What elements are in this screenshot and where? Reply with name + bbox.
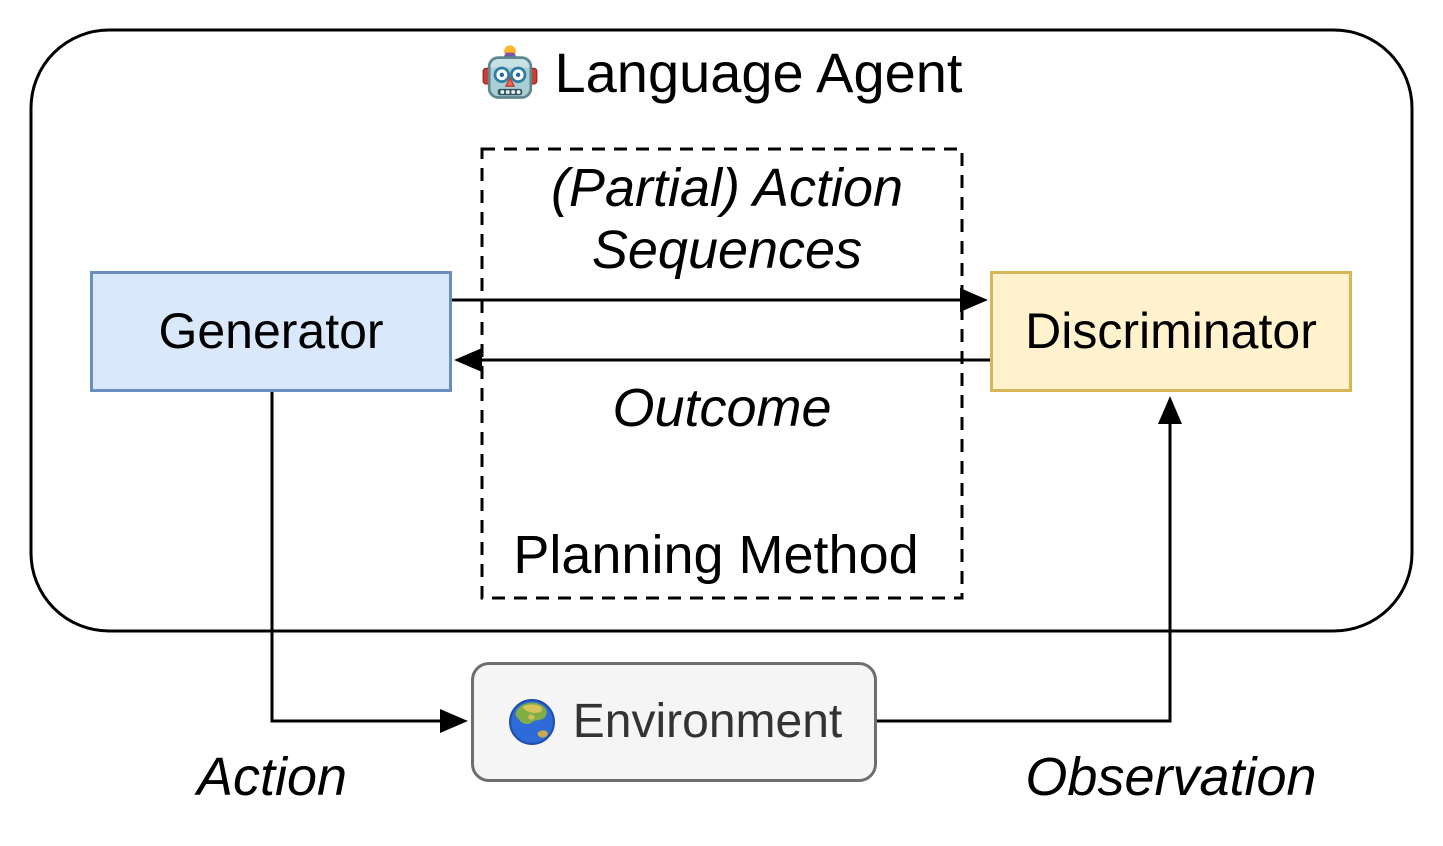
language-agent-title-text: Language Agent (554, 41, 963, 104)
robot-icon (482, 45, 537, 99)
action-sequences-line2: Sequences (591, 220, 863, 280)
planning-method-box (480, 147, 964, 600)
generator-node: Generator (90, 271, 452, 392)
outcome-label: Outcome (612, 378, 832, 438)
environment-node: Environment (471, 662, 877, 782)
arrow-environment-to-discriminator (877, 396, 1182, 723)
action-sequences-line1: (Partial) Action (550, 158, 904, 218)
globe-icon (508, 699, 555, 745)
observation-edge-label: Observation (1025, 747, 1317, 807)
generator-label: Generator (158, 303, 384, 359)
arrow-generator-to-environment (270, 392, 468, 733)
environment-label: Environment (572, 694, 843, 748)
language-agent-boundary (29, 28, 1414, 633)
discriminator-node: Discriminator (990, 271, 1352, 392)
discriminator-label: Discriminator (1025, 303, 1317, 359)
planning-method-label: Planning Method (513, 525, 919, 585)
language-agent-title: Language Agent (0, 42, 1443, 104)
action-edge-label: Action (196, 747, 348, 807)
action-sequences-label: (Partial) Action Sequences (551, 157, 903, 281)
